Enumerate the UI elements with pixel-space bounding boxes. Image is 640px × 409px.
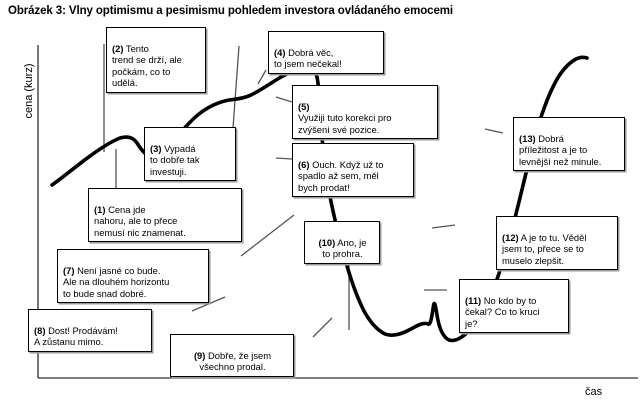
callout-number-7: (7) [63, 264, 75, 276]
x-axis-label: čas [585, 386, 603, 398]
callout-text-1: Cena jde nahoru, ale to přece nemusí nic… [94, 203, 186, 238]
leader-line-7 [240, 214, 295, 257]
callout-number-10: (10) [318, 236, 336, 248]
callout-box-12[interactable]: (12) A je to tu. Věděl jsem to, přece se… [496, 216, 618, 271]
leader-line-4 [257, 69, 267, 85]
callout-number-4: (4) [274, 46, 286, 58]
callout-text-9: Dobře, že jsem všechno prodal. [199, 349, 272, 373]
callout-box-13[interactable]: (13) Dobrá příležitost a je to levnější … [513, 117, 625, 172]
callout-box-9[interactable]: (9) Dobře, že jsem všechno prodal. [170, 334, 294, 377]
y-axis-label: cena (kurz) [23, 63, 35, 119]
callout-number-5: (5) [298, 100, 310, 112]
callout-text-13: Dobrá příležitost a je to levnější než m… [519, 132, 602, 167]
callout-box-11[interactable]: (11) No kdo by to čekal? Co to kruci je? [459, 279, 569, 334]
callout-box-5[interactable]: (5) Využiji tuto korekci pro zvýšení své… [292, 85, 438, 140]
callout-number-12: (12) [502, 231, 519, 243]
callout-text-3: Vypadá to dobře tak investuji. [150, 142, 200, 177]
callout-number-11: (11) [465, 294, 482, 306]
callout-text-8: Dost! Prodávám! A zůstanu mimo. [34, 324, 118, 348]
callout-number-2: (2) [112, 42, 124, 54]
callout-text-10: Ano, je to prohra. [322, 236, 367, 260]
callout-text-11: No kdo by to čekal? Co to kruci je? [465, 294, 540, 329]
callout-text-4: Dobrá věc, to jsem nečekal! [274, 46, 342, 70]
leader-line-8 [191, 296, 226, 312]
callout-box-6[interactable]: (6) Ouch. Když už to spadlo až sem, měl … [292, 143, 414, 198]
callout-box-4[interactable]: (4) Dobrá věc, to jsem nečekal! [268, 31, 384, 74]
callout-text-2: Tento trend se drží, ale počkám, co to u… [112, 42, 182, 89]
callout-number-8: (8) [34, 324, 46, 336]
leader-line-5 [275, 96, 293, 103]
callout-number-6: (6) [298, 158, 310, 170]
callout-box-3[interactable]: (3) Vypadá to dobře tak investuji. [144, 127, 236, 182]
callout-number-13: (13) [519, 132, 536, 144]
leader-line-3 [232, 45, 240, 129]
callout-box-1[interactable]: (1) Cena jde nahoru, ale to přece nemusí… [88, 188, 242, 243]
leader-line-9 [312, 317, 333, 338]
figure-title: Obrázek 3: Vlny optimismu a pesimismu po… [8, 5, 453, 17]
callout-text-6: Ouch. Když už to spadlo až sem, měl bych… [298, 158, 384, 193]
leader-line-13 [484, 128, 504, 134]
leader-line-12 [431, 224, 456, 229]
callout-box-8[interactable]: (8) Dost! Prodávám! A zůstanu mimo. [28, 309, 152, 352]
callout-number-9: (9) [193, 349, 206, 361]
callout-text-5: Využiji tuto korekci pro zvýšení své poz… [298, 112, 392, 135]
callout-box-7[interactable]: (7) Není jasné co bude. Ale na dlouhém h… [57, 249, 209, 304]
callout-text-7: Není jasné co bude. Ale na dlouhém horiz… [63, 264, 170, 299]
callout-text-12: A je to tu. Věděl jsem to, přece se to m… [502, 231, 587, 266]
callout-box-10[interactable]: (10) Ano, je to prohra. [304, 221, 380, 264]
callout-number-3: (3) [150, 142, 162, 154]
leader-line-6 [275, 157, 293, 160]
callout-box-2[interactable]: (2) Tento trend se drží, ale počkám, co … [106, 27, 206, 93]
callout-number-1: (1) [94, 203, 106, 215]
